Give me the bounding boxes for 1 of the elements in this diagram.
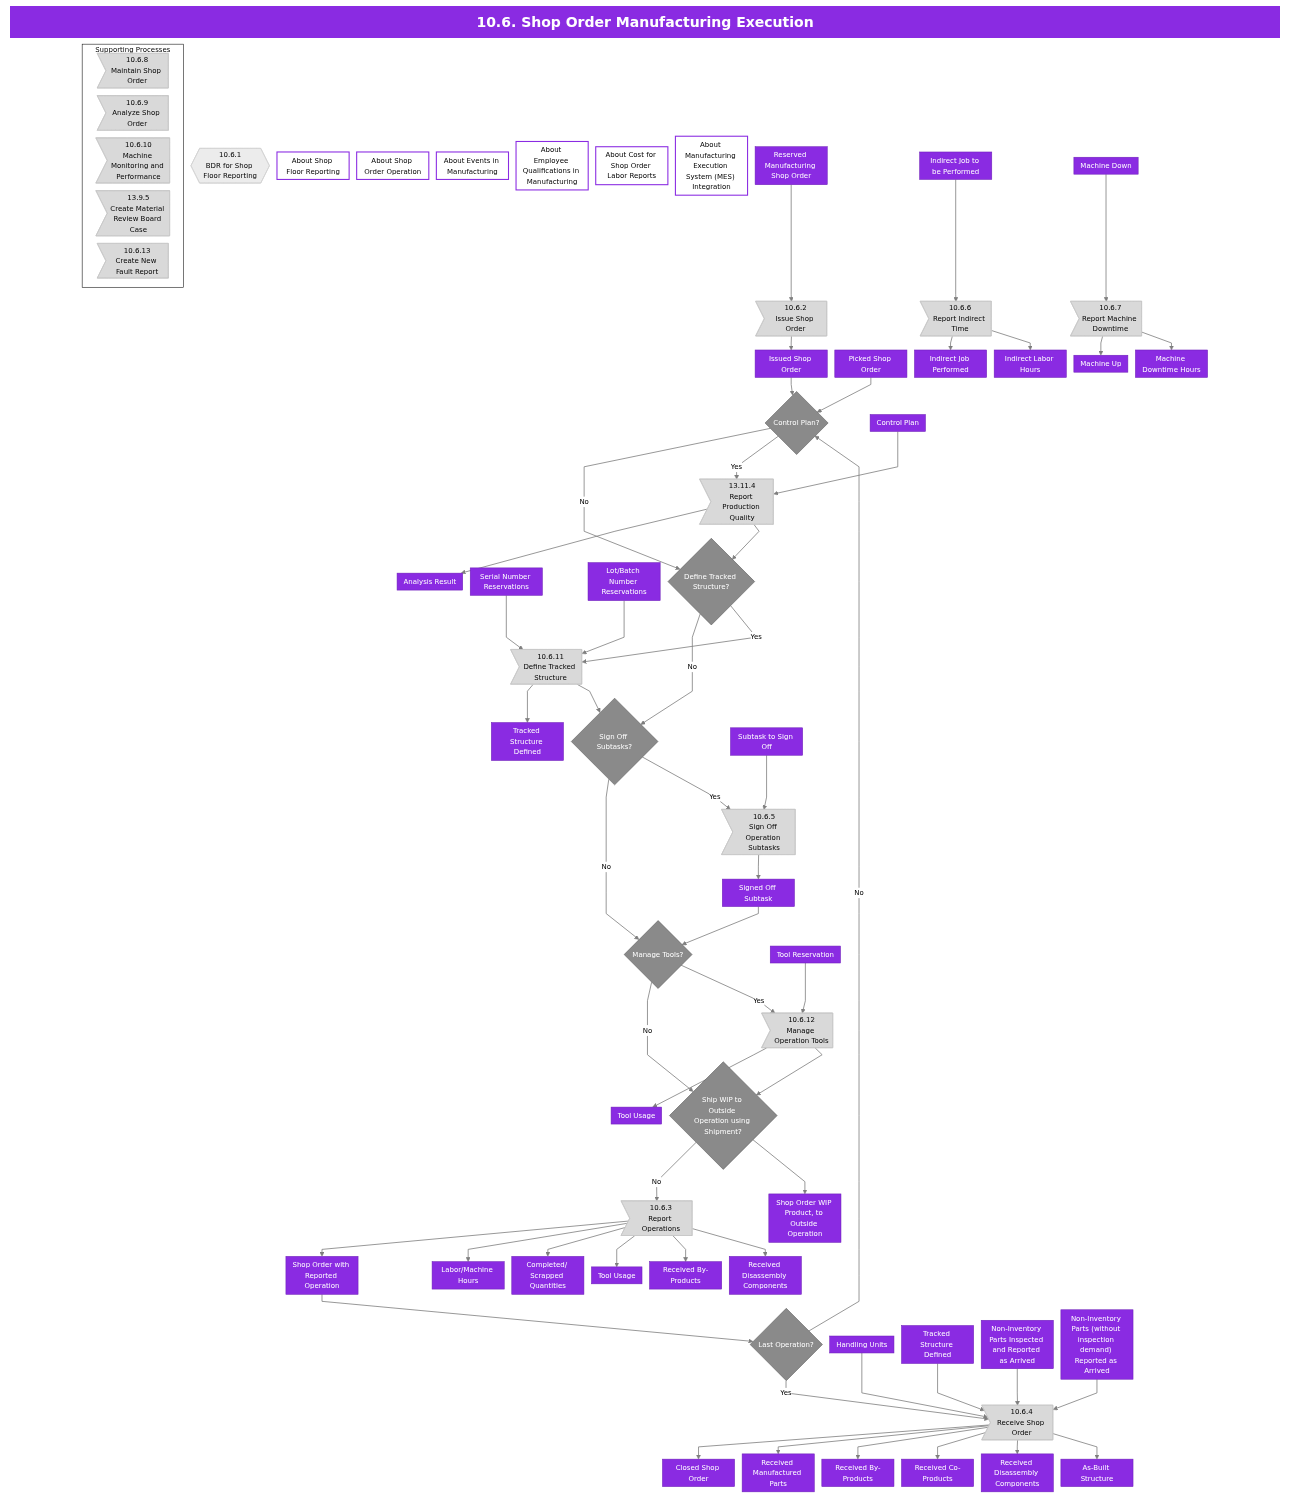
title-bar: 10.6. Shop Order Manufacturing Execution <box>10 6 1280 38</box>
